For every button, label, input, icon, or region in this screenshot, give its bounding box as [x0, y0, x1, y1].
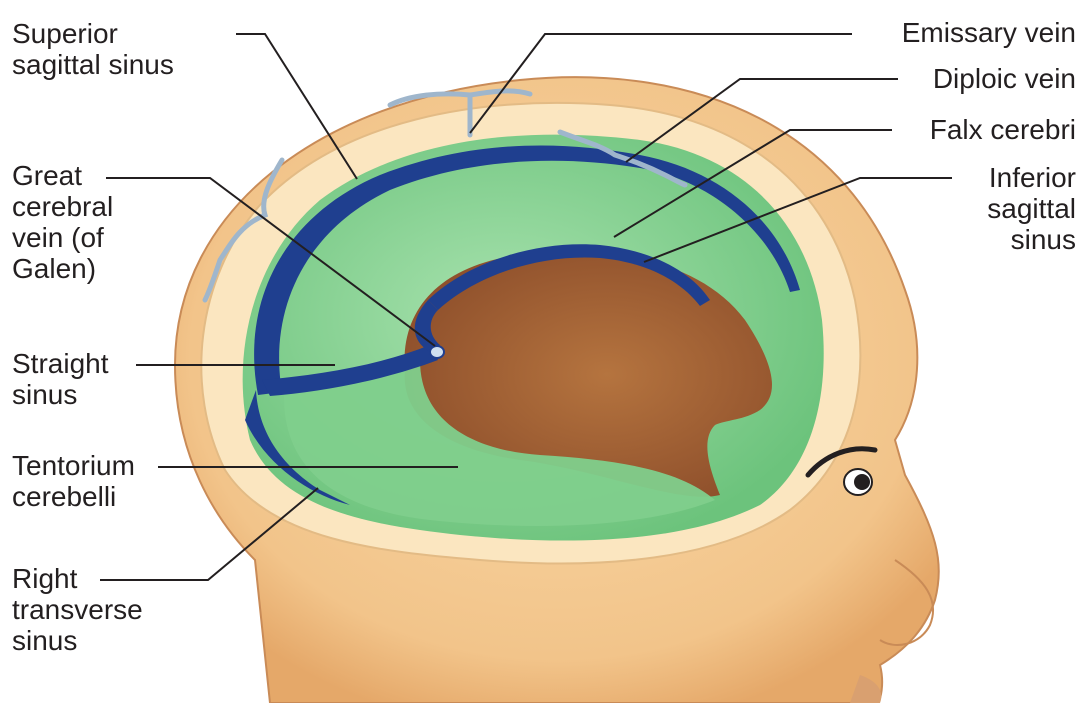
label-tentorium-cerebelli: Tentorium cerebelli [12, 450, 135, 512]
label-falx-cerebri: Falx cerebri [930, 114, 1076, 145]
great-cerebral-vein-opening [430, 346, 444, 358]
label-inferior-sagittal-sinus: Inferior sagittal sinus [987, 162, 1076, 255]
label-emissary-vein: Emissary vein [902, 17, 1076, 48]
label-right-transverse-sinus: Right transverse sinus [12, 563, 143, 656]
label-diploic-vein: Diploic vein [933, 63, 1076, 94]
label-superior-sagittal-sinus: Superior sagittal sinus [12, 18, 174, 80]
label-great-cerebral-vein: Great cerebral vein (of Galen) [12, 160, 113, 284]
label-straight-sinus: Straight sinus [12, 348, 109, 410]
pupil [854, 474, 870, 490]
